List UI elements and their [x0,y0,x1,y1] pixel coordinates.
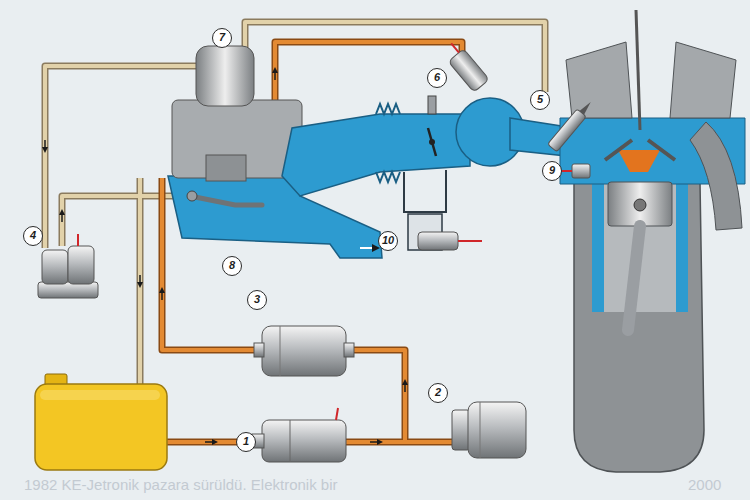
callout-number: 2 [428,383,448,403]
auxiliary-air-device [404,170,482,250]
supply-lines [162,42,462,442]
fuel-tank [35,374,167,470]
cold-start-valve [440,40,489,93]
fuel-filter [254,326,354,376]
injection-valve [548,98,596,152]
return-lines [45,22,545,388]
fuel-pump [252,408,346,462]
callout-number: 5 [530,90,550,110]
air-flow-sensor [168,176,382,258]
callout-number: 7 [212,28,232,48]
callout-number: 3 [247,290,267,310]
callout-number: 1 [236,432,256,452]
callout-number: 10 [378,231,398,251]
warm-up-regulator [38,234,98,298]
watermark-text: 2000 [688,476,721,493]
watermark-text: 1982 KE-Jetronik pazara sürüldü. Elektro… [24,476,338,493]
fuel-accumulator [452,402,526,458]
engine [560,10,745,472]
callout-number: 6 [427,68,447,88]
thermo-time-switch [562,164,590,178]
callout-number: 8 [222,256,242,276]
callout-number: 9 [542,161,562,181]
fuel-distributor [172,46,302,181]
callout-number: 4 [23,226,43,246]
